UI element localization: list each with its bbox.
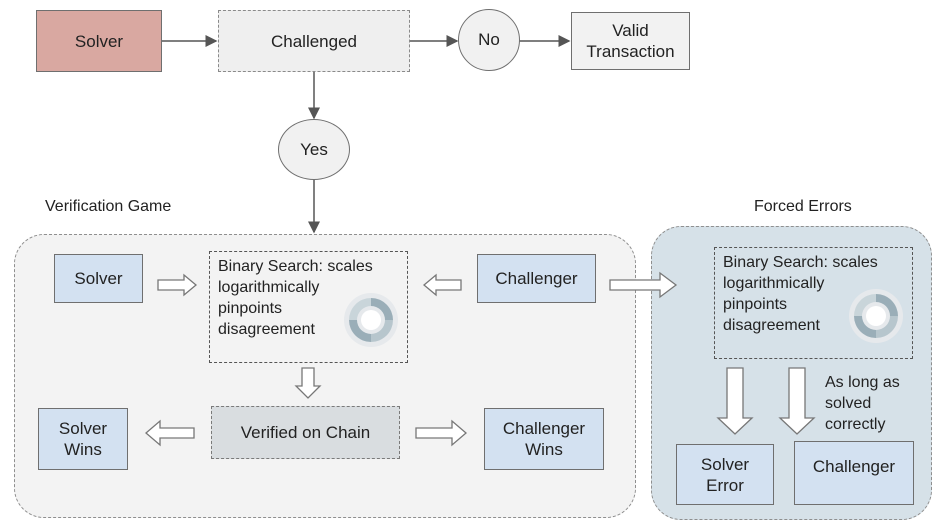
challenger-wins-box: Challenger Wins (484, 408, 604, 470)
verified-on-chain-box: Verified on Chain (211, 406, 400, 459)
forced-challenger-box: Challenger (794, 441, 914, 505)
valid-transaction-line1: Valid (612, 21, 649, 40)
solver-label: Solver (74, 269, 123, 288)
forced-errors-title: Forced Errors (754, 198, 852, 215)
solver-wins-line2: Wins (64, 440, 102, 459)
binary-search-line: pinpoints (218, 300, 283, 317)
challenger-label: Challenger (495, 269, 578, 288)
verification-game-title: Verification Game (45, 198, 172, 215)
challenged-box: Challenged (218, 10, 410, 72)
binary-search-line: Binary Search: scales (218, 258, 373, 275)
valid-transaction-line2: Transaction (586, 42, 675, 61)
solver-wins-line1: Solver (58, 419, 108, 438)
forced-cycle-icon (849, 289, 903, 343)
cycle-icon (344, 293, 398, 347)
solver-error-line2: Error (706, 475, 744, 495)
note-line: solved (825, 395, 872, 412)
challenged-label: Challenged (270, 31, 357, 51)
yes-node: Yes (278, 119, 350, 180)
no-label: No (478, 30, 500, 49)
as-long-as-note: As long as solved correctly (825, 372, 900, 435)
verified-on-chain-label: Verified on Chain (240, 423, 371, 442)
solver-box: Solver (54, 254, 143, 303)
forced-search-line: logarithmically (723, 275, 825, 292)
binary-search-line: logarithmically (218, 279, 320, 296)
forced-search-line: pinpoints (723, 296, 788, 313)
forced-binary-search-box: Binary Search: scales logarithmically pi… (714, 247, 913, 359)
solver-start-label: Solver (74, 31, 124, 51)
challenger-wins-line1: Challenger (502, 419, 586, 438)
solver-error-line1: Solver (700, 454, 750, 474)
binary-search-box: Binary Search: scales logarithmically pi… (209, 251, 408, 363)
note-line: correctly (825, 416, 886, 433)
note-line: As long as (825, 374, 900, 391)
challenger-box: Challenger (477, 254, 596, 303)
forced-search-line: Binary Search: scales (723, 254, 878, 271)
yes-label: Yes (300, 139, 328, 159)
forced-challenger-label: Challenger (812, 457, 896, 476)
solver-error-box: Solver Error (676, 444, 774, 505)
forced-search-line: disagreement (723, 317, 820, 334)
no-node: No (458, 9, 520, 71)
challenger-wins-line2: Wins (525, 440, 563, 459)
valid-transaction-box: Valid Transaction (571, 12, 690, 70)
binary-search-line: disagreement (218, 321, 315, 338)
solver-wins-box: Solver Wins (38, 408, 128, 470)
solver-start-box: Solver (36, 10, 162, 72)
